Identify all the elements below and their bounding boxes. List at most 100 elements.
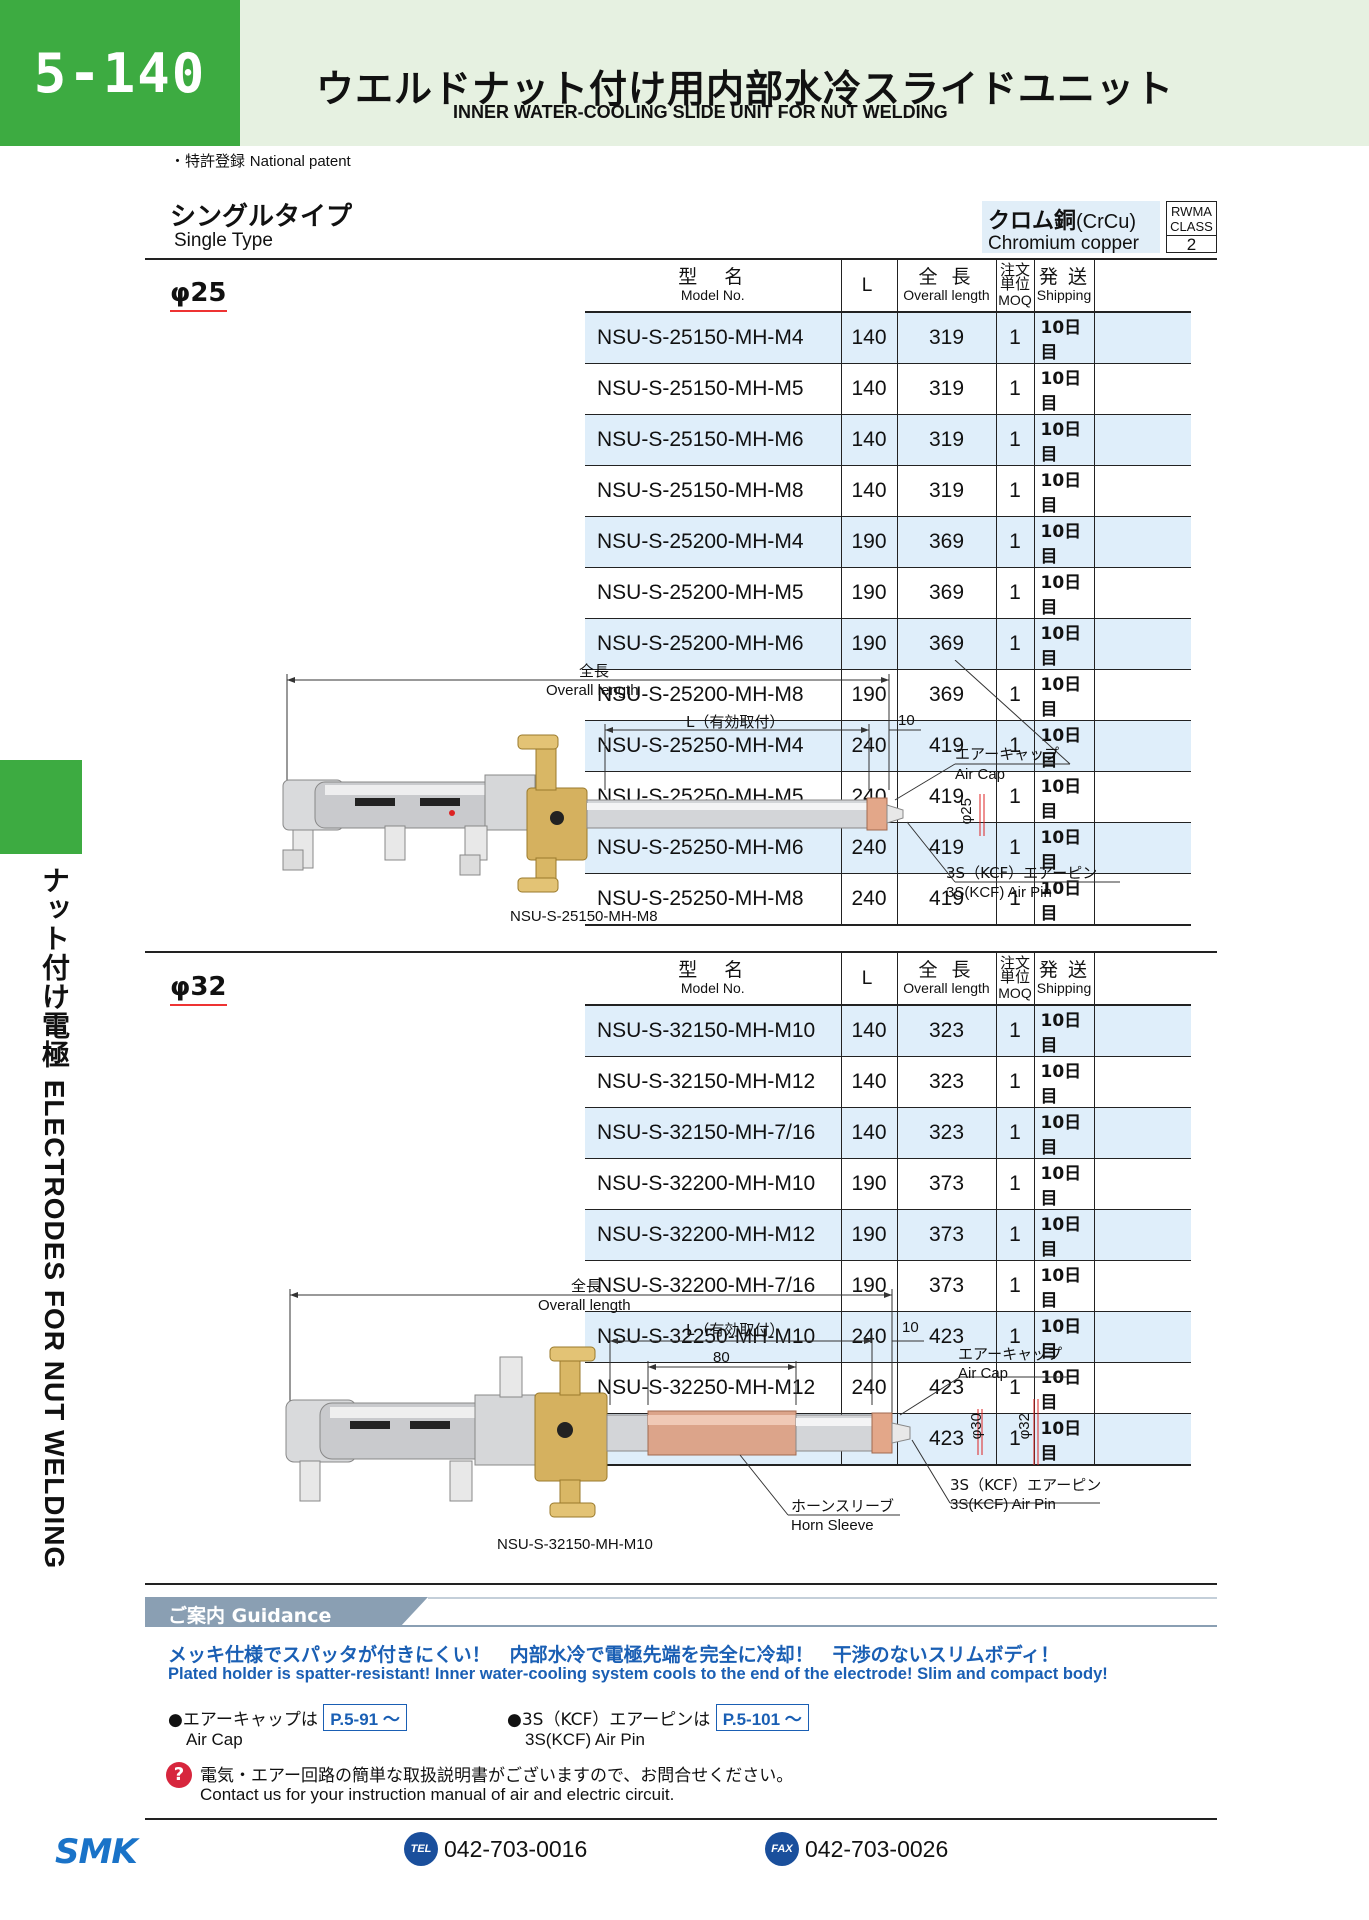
col-l: L — [841, 260, 898, 313]
phone-icon: TEL — [404, 1832, 438, 1866]
col-blank — [1093, 953, 1191, 1006]
model-cell: NSU-S-25150-MH-M6 — [585, 414, 842, 466]
overall-length-cell: 419 — [897, 720, 997, 772]
company-logo: SMK — [55, 1832, 138, 1872]
moq-cell: 1 — [996, 618, 1035, 670]
section-divider — [145, 951, 1217, 953]
ref-air-pin: ●3S（KCF）エアーピンは P.5-101 ～ — [507, 1704, 809, 1731]
diameter-25-label: φ25 — [958, 798, 975, 825]
section-divider — [145, 258, 1217, 260]
side-label-ja: ナット付け電極 — [38, 866, 71, 1069]
shipping-cell: 10日目 — [1034, 1311, 1095, 1363]
overall-length-cell: 373 — [897, 1260, 997, 1312]
blank-cell — [1093, 465, 1191, 517]
overall-length-cell: 319 — [897, 465, 997, 517]
shipping-cell: 10日目 — [1034, 822, 1095, 874]
fax-number[interactable]: 042-703-0026 — [805, 1835, 949, 1862]
model-cell: NSU-S-25250-MH-M6 — [585, 822, 842, 874]
l-cell: 190 — [841, 1260, 898, 1312]
col-l: L — [841, 953, 898, 1006]
moq-cell: 1 — [996, 1209, 1035, 1261]
tel-contact: TEL 042-703-0016 — [404, 1832, 587, 1866]
blank-cell — [1093, 363, 1191, 415]
page-number: 5-140 — [0, 0, 240, 146]
guidance-bar — [145, 1597, 1217, 1627]
shipping-cell: 10日目 — [1034, 1209, 1095, 1261]
shipping-cell: 10日目 — [1034, 771, 1095, 823]
ref-air-cap-page-link[interactable]: P.5-91 ～ — [323, 1704, 407, 1731]
moq-cell: 1 — [996, 1311, 1035, 1363]
footer-divider — [145, 1818, 1217, 1820]
blank-cell — [1093, 1158, 1191, 1210]
moq-cell: 1 — [996, 414, 1035, 466]
horn-sleeve-label-ja: ホーンスリーブ — [791, 1497, 895, 1515]
shipping-cell: 10日目 — [1034, 312, 1095, 364]
guidance-title: ご案内 Guidance — [168, 1605, 332, 1627]
model-cell: NSU-S-25150-MH-M8 — [585, 465, 842, 517]
model-cell: NSU-S-25200-MH-M5 — [585, 567, 842, 619]
type-title: シングルタイプ — [170, 202, 353, 232]
overall-length-cell: 369 — [897, 618, 997, 670]
blank-cell — [1093, 618, 1191, 670]
overall-length-cell: 319 — [897, 363, 997, 415]
overall-length-cell: 319 — [897, 312, 997, 364]
model-cell: NSU-S-25200-MH-M6 — [585, 618, 842, 670]
note-en: Contact us for your instruction manual o… — [200, 1785, 675, 1804]
tel-number[interactable]: 042-703-0016 — [444, 1835, 588, 1862]
blank-cell — [1093, 1260, 1191, 1312]
moq-cell: 1 — [996, 822, 1035, 874]
l-cell: 140 — [841, 414, 898, 466]
overall-length-cell: 323 — [897, 1056, 997, 1108]
model-cell: NSU-S-32250-MH-M10 — [585, 1311, 842, 1363]
blank-cell — [1093, 567, 1191, 619]
side-category-label: ナット付け電極 ELECTRODES FOR NUT WELDING — [34, 866, 74, 1569]
moq-cell: 1 — [996, 720, 1035, 772]
moq-cell: 1 — [996, 1107, 1035, 1159]
header-band — [240, 0, 1369, 146]
shipping-cell: 10日目 — [1034, 1413, 1095, 1466]
diameter-32-label: φ32 — [1016, 1413, 1033, 1440]
model-cell: NSU-S-25200-MH-M4 — [585, 516, 842, 568]
overall-length-label-ja: 全長 — [571, 1277, 602, 1295]
ref-air-cap-en: Air Cap — [186, 1730, 243, 1749]
shipping-cell: 10日目 — [1034, 1056, 1095, 1108]
l-cell: 240 — [841, 1362, 898, 1414]
l-cell: 240 — [841, 1311, 898, 1363]
model-cell: NSU-S-25150-MH-M4 — [585, 312, 842, 364]
air-cap-label-en: Air Cap — [955, 766, 1006, 783]
moq-cell: 1 — [996, 516, 1035, 568]
moq-cell: 1 — [996, 312, 1035, 364]
l-cell: 190 — [841, 618, 898, 670]
shipping-cell: 10日目 — [1034, 669, 1095, 721]
overall-length-cell: 323 — [897, 1107, 997, 1159]
material-code: (CrCu) — [1076, 211, 1137, 233]
l-cell: 140 — [841, 1005, 898, 1057]
model-cell: NSU-S-32150-MH-M10 — [585, 1005, 842, 1057]
section-divider — [145, 1583, 1217, 1585]
patent-ja: ・特許登録 — [170, 152, 246, 170]
ref-air-pin-page-link[interactable]: P.5-101 ～ — [715, 1704, 809, 1731]
air-cap-label-ja: エアーキャップ — [955, 745, 1060, 763]
patent-en: National patent — [249, 153, 351, 170]
l-cell: 140 — [841, 312, 898, 364]
rwma-value: 2 — [1167, 235, 1216, 254]
model-cell: NSU-S-32250-MH-M12 — [585, 1362, 842, 1414]
